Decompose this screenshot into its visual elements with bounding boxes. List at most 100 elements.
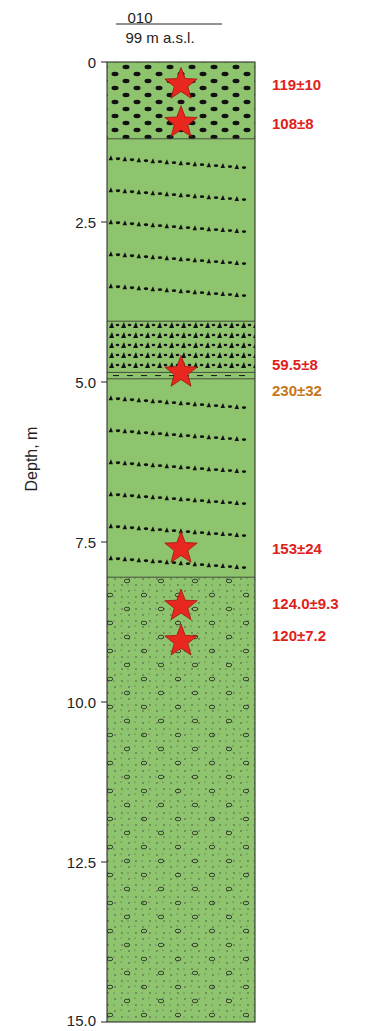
gravel-grain: [151, 286, 156, 291]
depth-tick: [101, 862, 107, 863]
gravel-grain: [186, 226, 190, 229]
gravel-grain: [186, 466, 190, 469]
gravel-grain: [165, 559, 170, 564]
gravel-grain: [144, 559, 148, 562]
gravel-grain: [214, 292, 218, 295]
sand-layer: [107, 577, 255, 1022]
gravel-grain: [221, 163, 226, 168]
gravel-grain: [158, 160, 162, 163]
gravel-grain: [130, 158, 134, 161]
gravel-grain: [207, 498, 212, 503]
gravel-grain: [228, 165, 232, 168]
gravel-grain: [200, 227, 204, 230]
gravel-grain: [221, 563, 226, 568]
gravel-grain: [144, 255, 148, 258]
gravel-grain: [123, 428, 128, 433]
depth-tick: [101, 382, 107, 383]
gravel-grain: [165, 431, 170, 436]
clay-dash: [113, 375, 119, 376]
gravel-grain: [179, 464, 184, 469]
gravel-grain: [151, 398, 156, 403]
gravel-grain: [158, 528, 162, 531]
gravel-grain: [228, 501, 232, 504]
gravel-grain: [242, 534, 246, 537]
gravel-grain: [109, 427, 114, 432]
gravel-grain: [123, 524, 128, 529]
gravel-grain: [242, 166, 246, 169]
gravel-grain: [137, 253, 142, 258]
gravel-grain: [130, 494, 134, 497]
gravel-grain: [193, 401, 198, 406]
depth-value: 10.0: [67, 695, 96, 710]
depth-value: 12.5: [67, 855, 96, 870]
gravel-grain: [116, 253, 120, 256]
gravel-grain: [165, 495, 170, 500]
gravel-grain: [214, 564, 218, 567]
gravel-grain: [200, 403, 204, 406]
gravel-grain: [158, 464, 162, 467]
gravel-grain: [179, 160, 184, 165]
gravel-grain: [172, 497, 176, 500]
gravel-grain: [221, 195, 226, 200]
gravel-grain: [228, 405, 232, 408]
gravel-grain: [200, 467, 204, 470]
gravel-grain: [172, 289, 176, 292]
gravel-grain: [158, 192, 162, 195]
gravel-grain: [123, 188, 128, 193]
gravel-grain: [165, 255, 170, 260]
gravel-grain: [186, 434, 190, 437]
gravel-grain: [116, 189, 120, 192]
age-value: 108±8: [272, 115, 314, 130]
gravel-grain: [228, 533, 232, 536]
gravel-grain: [179, 400, 184, 405]
gravel-grain: [200, 499, 204, 502]
age-value: 230±32: [272, 382, 322, 397]
clay-dash: [141, 375, 147, 376]
gravel-grain: [186, 194, 190, 197]
gravel-grain: [214, 196, 218, 199]
depth-value: 7.5: [75, 535, 96, 550]
gravel-grain: [235, 436, 240, 441]
depth-tick: [101, 62, 107, 63]
gravel-grain: [130, 558, 134, 561]
gravel-grain: [242, 438, 246, 441]
gravel-grain: [200, 291, 204, 294]
gravel-grain: [193, 465, 198, 470]
gravel-grain: [158, 432, 162, 435]
gravel-grain: [116, 285, 120, 288]
gravel-grain: [144, 191, 148, 194]
gravel-grain: [200, 163, 204, 166]
age-value: 59.5±8: [272, 357, 318, 372]
gravel-grain: [228, 565, 232, 568]
gravel-grain: [193, 257, 198, 262]
gravel-grain: [235, 164, 240, 169]
gravel-grain: [116, 557, 120, 560]
gravel-grain: [158, 256, 162, 259]
gravel-grain: [165, 191, 170, 196]
gravel-grain: [242, 470, 246, 473]
clay-dash: [197, 375, 203, 376]
gravel-grain: [165, 463, 170, 468]
gravel-grain: [137, 285, 142, 290]
gravel-grain: [221, 403, 226, 408]
gravel-grain: [186, 258, 190, 261]
layer-boundary: [107, 577, 255, 578]
clay-dash: [155, 375, 161, 376]
gravel-grain: [151, 222, 156, 227]
gravel-grain: [116, 221, 120, 224]
gravel-grain: [109, 251, 114, 256]
gravel-grain: [158, 560, 162, 563]
gravel-grain: [228, 229, 232, 232]
gravel-grain: [200, 259, 204, 262]
gravel-grain: [214, 228, 218, 231]
sample-star: [165, 589, 197, 620]
gravel-grain: [130, 222, 134, 225]
gravel-grain: [165, 399, 170, 404]
gravel-grain: [144, 463, 148, 466]
gravel-grain: [200, 563, 204, 566]
sample-star: [165, 106, 197, 137]
gravel-grain: [207, 402, 212, 407]
gravel-grain: [144, 159, 148, 162]
gravel-grain: [214, 468, 218, 471]
